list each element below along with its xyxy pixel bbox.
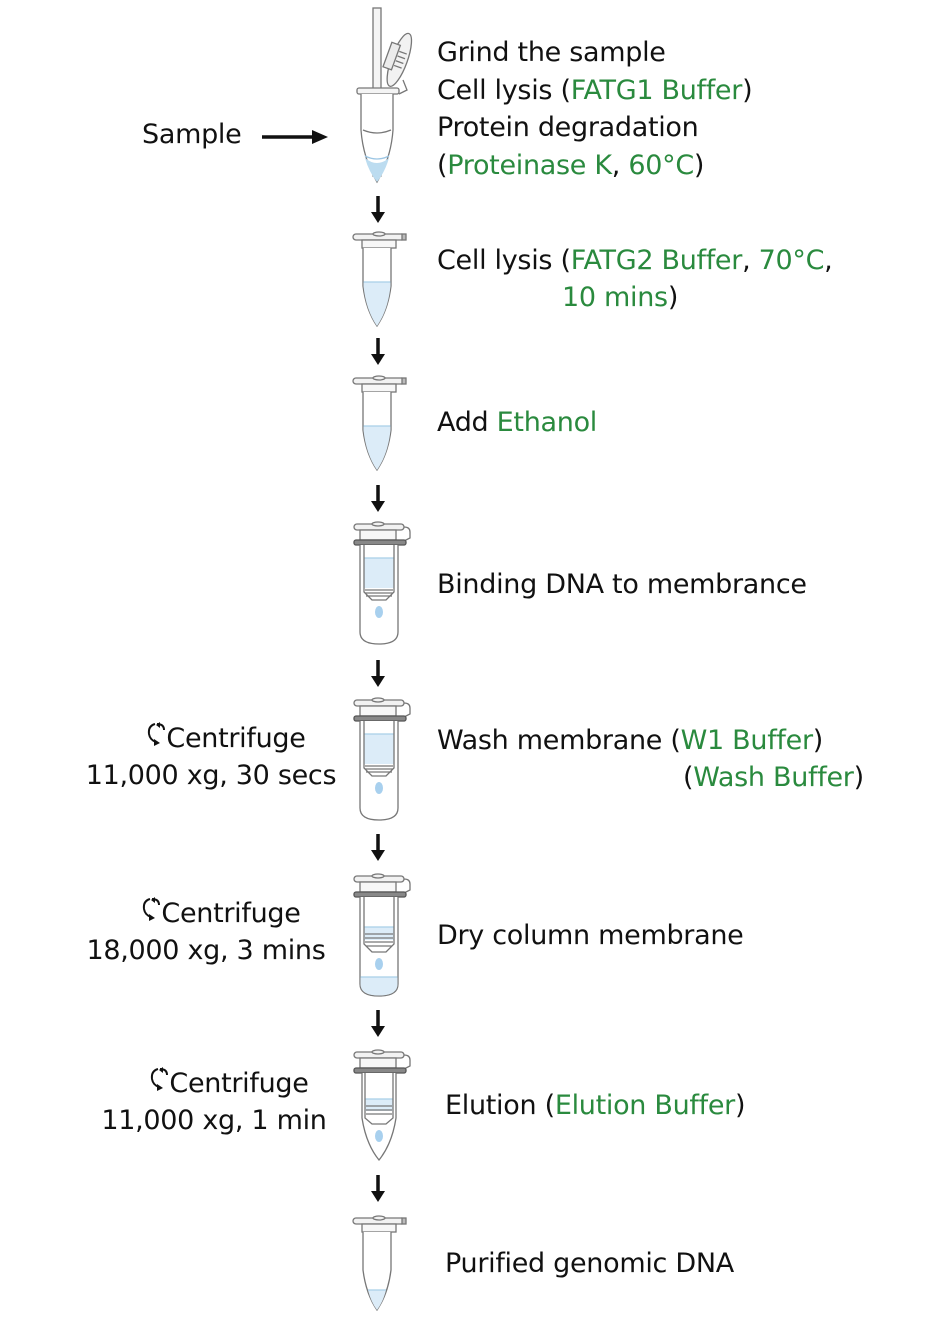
text-segment: ) — [667, 282, 679, 313]
microcentrifuge-tube-icon — [352, 375, 407, 472]
down-arrow-icon — [371, 196, 385, 223]
step-2-text: Cell lysis (FATG2 Buffer, 70°C, 10 mins) — [437, 242, 833, 316]
sample-arrow-icon — [262, 130, 328, 144]
rotate-icon — [151, 1067, 169, 1091]
text-segment: ( — [437, 149, 448, 181]
centrifuge-1: Centrifuge 11,000 xg, 30 secs — [78, 720, 344, 794]
step-5-line-1: Wash membrane (W1 Buffer) — [437, 722, 864, 759]
step-2-line-1: Cell lysis (FATG2 Buffer, 70°C, — [437, 242, 833, 279]
step-1-text: Grind the sample Cell lysis (FATG1 Buffe… — [437, 34, 753, 185]
centrifuge-1-label: Centrifuge — [78, 720, 344, 757]
sample-label: Sample — [142, 119, 242, 150]
reagent: Ethanol — [496, 407, 598, 438]
step-5-line-2: (Wash Buffer) — [437, 759, 864, 796]
text-segment: Add — [437, 407, 497, 438]
text-segment: ) — [734, 1090, 746, 1121]
step-1-line-2: Cell lysis (FATG1 Buffer) — [437, 72, 753, 110]
text-segment: Wash membrane ( — [437, 725, 681, 756]
spin-column-icon — [353, 697, 411, 821]
down-arrow-icon — [371, 834, 385, 861]
text-segment: ) — [693, 149, 705, 181]
text-segment: Purified genomic DNA — [445, 1248, 734, 1279]
step-6-text: Dry column membrane — [437, 917, 744, 954]
reagent: FATG2 Buffer — [570, 245, 743, 276]
step-7-text: Elution (Elution Buffer) — [445, 1087, 745, 1124]
step-4-text: Binding DNA to membrance — [437, 566, 807, 603]
step-8-line-1: Purified genomic DNA — [445, 1245, 734, 1282]
centrifuge-2: Centrifuge 18,000 xg, 3 mins — [78, 895, 334, 969]
centrifuge-3-label: Centrifuge — [78, 1065, 350, 1102]
spin-column-elution-icon — [353, 1049, 411, 1162]
duration: 10 mins — [562, 282, 668, 313]
temperature: 70°C — [758, 245, 825, 276]
reagent: Elution Buffer — [554, 1090, 735, 1121]
step-8-text: Purified genomic DNA — [445, 1245, 734, 1282]
text-segment: Cell lysis ( — [437, 245, 571, 276]
rotate-icon — [143, 897, 161, 921]
step-1-line-3: Protein degradation — [437, 109, 752, 147]
text-segment: Centrifuge — [166, 723, 306, 754]
step-2-line-2: 10 mins) — [437, 279, 832, 316]
rotate-icon — [148, 722, 166, 746]
reagent: Wash Buffer — [693, 762, 854, 793]
text-segment: Dry column membrane — [437, 920, 744, 951]
step-7-line-1: Elution (Elution Buffer) — [445, 1087, 745, 1124]
spin-column-icon — [353, 521, 411, 645]
text-segment: , — [611, 149, 629, 181]
spin-column-flowthrough-icon — [353, 873, 411, 997]
text-segment: ) — [742, 74, 753, 106]
step-6-line-1: Dry column membrane — [437, 917, 744, 954]
text-segment: ) — [812, 725, 824, 756]
centrifuge-3: Centrifuge 11,000 xg, 1 min — [78, 1065, 350, 1139]
reagent: FATG1 Buffer — [570, 74, 743, 106]
text-segment: , — [742, 245, 759, 276]
reagent: W1 Buffer — [680, 725, 813, 756]
step-3-text: Add Ethanol — [437, 404, 597, 441]
text-segment: Centrifuge — [161, 898, 301, 929]
centrifuge-3-setting: 11,000 xg, 1 min — [101, 1105, 327, 1136]
text-segment: Protein degradation — [437, 112, 699, 143]
down-arrow-icon — [371, 1010, 385, 1037]
step-5-text: Wash membrane (W1 Buffer) (Wash Buffer) — [437, 722, 864, 796]
text-segment: ( — [683, 762, 694, 793]
reagent: Proteinase K — [447, 149, 612, 181]
step-1-line-1: Grind the sample — [437, 34, 752, 72]
text-segment: Centrifuge — [169, 1068, 309, 1099]
centrifuge-2-setting: 18,000 xg, 3 mins — [86, 935, 326, 966]
text-segment: , — [824, 245, 833, 276]
text-segment: Elution ( — [445, 1090, 555, 1121]
step-1-line-4: (Proteinase K, 60°C) — [437, 147, 752, 185]
microcentrifuge-tube-icon — [352, 1215, 407, 1312]
temperature: 60°C — [628, 149, 694, 181]
step-4-line-1: Binding DNA to membrance — [437, 566, 807, 603]
down-arrow-icon — [371, 485, 385, 512]
step-3-line-1: Add Ethanol — [437, 404, 597, 441]
tube-with-pestle-icon — [356, 7, 413, 184]
down-arrow-icon — [371, 660, 385, 687]
down-arrow-icon — [371, 338, 385, 365]
down-arrow-icon — [371, 1175, 385, 1202]
centrifuge-2-label: Centrifuge — [78, 895, 334, 932]
centrifuge-1-setting: 11,000 xg, 30 secs — [85, 760, 337, 791]
microcentrifuge-tube-icon — [352, 231, 407, 328]
text-segment: Grind the sample — [437, 37, 666, 68]
text-segment: Binding DNA to membrance — [437, 569, 807, 600]
text-segment: Cell lysis ( — [437, 74, 571, 106]
text-segment: ) — [853, 762, 865, 793]
